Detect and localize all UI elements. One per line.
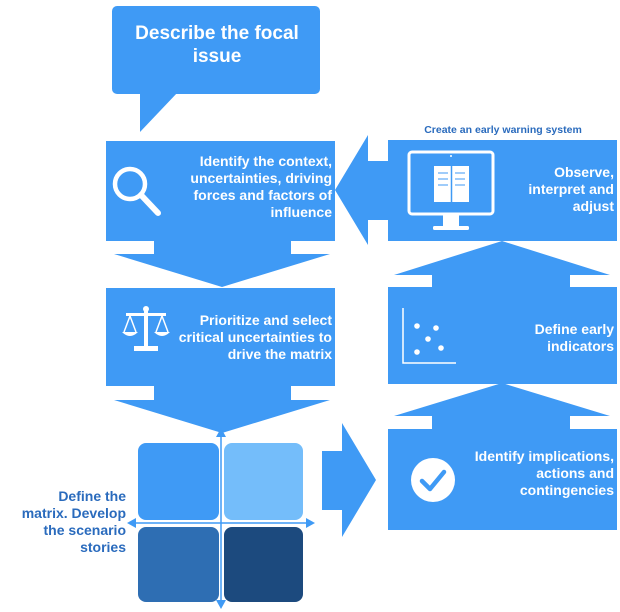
- matrix-quadrant-bottom-right: [224, 527, 303, 602]
- identify-implications-text: Identify implications, actions and conti…: [474, 448, 614, 499]
- define-indicators-text: Define early indicators: [534, 321, 614, 355]
- magnifier-icon: [108, 162, 162, 218]
- matrix-quadrant-top-left: [138, 443, 219, 520]
- focal-issue-bubble: [112, 6, 320, 94]
- matrix-quadrant-bottom-left: [138, 527, 219, 602]
- scatter-plot-icon: [398, 306, 458, 368]
- observe-box: [388, 140, 617, 241]
- focal-issue-text: Describe the focal issue: [135, 23, 299, 68]
- identify-context-text: Identify the context, uncertainties, dri…: [190, 153, 332, 221]
- scales-icon: [120, 304, 172, 354]
- define-matrix-text: Define the matrix. Develop the scenario …: [21, 488, 126, 556]
- observe-text: Observe, interpret and adjust: [528, 164, 614, 215]
- matrix-quadrant-top-right: [224, 443, 303, 520]
- checkmark-icon: [411, 458, 455, 502]
- monitor-book-icon: [407, 150, 495, 236]
- define-indicators-box: [388, 287, 617, 384]
- prioritize-text: Prioritize and select critical uncertain…: [178, 312, 332, 363]
- early-warning-title: Create an early warning system: [424, 124, 582, 136]
